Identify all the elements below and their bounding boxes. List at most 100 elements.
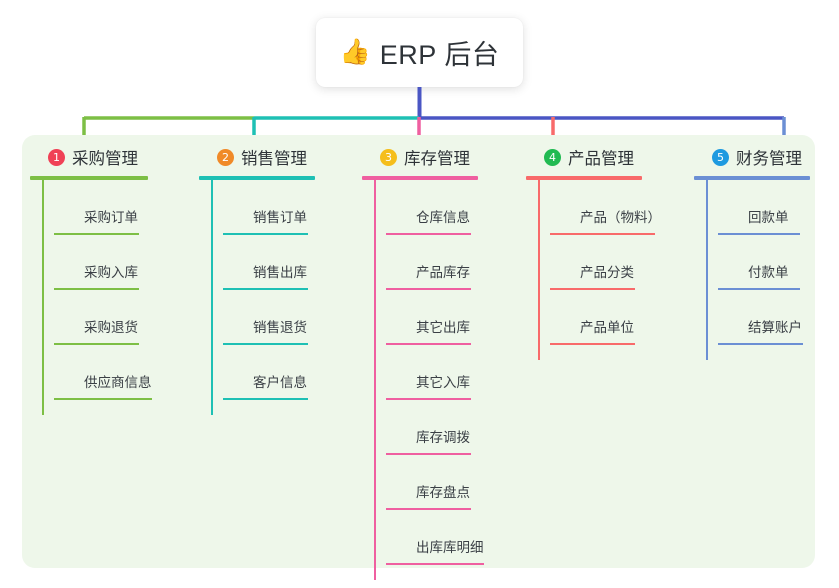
leaf-label: 结算账户 <box>748 319 802 335</box>
leaf-item[interactable]: 其它入库 <box>386 345 478 400</box>
leaf-rule <box>54 287 139 290</box>
leaf-item[interactable]: 结算账户 <box>718 290 810 345</box>
column-header[interactable]: 4 产品管理 <box>526 145 642 169</box>
column-title: 财务管理 <box>736 150 802 168</box>
leaf-label: 库存调拨 <box>416 429 470 445</box>
leaf-item[interactable]: 采购退货 <box>54 290 148 345</box>
leaf-rule <box>223 287 308 290</box>
column-title: 销售管理 <box>241 150 307 168</box>
branch-spine <box>706 179 708 360</box>
leaf-rule <box>54 397 152 400</box>
leaf-label: 销售退货 <box>253 319 307 335</box>
column-branch: 采购订单采购入库采购退货供应商信息 <box>30 179 152 415</box>
column-title: 库存管理 <box>404 150 470 168</box>
leaf-rule <box>386 232 471 235</box>
column-采购管理: 1 采购管理采购订单采购入库采购退货供应商信息 <box>30 145 152 415</box>
leaf-label: 销售出库 <box>253 264 307 280</box>
leaf-label: 采购订单 <box>84 209 138 225</box>
leaf-label: 产品库存 <box>416 264 470 280</box>
column-header[interactable]: 3 库存管理 <box>362 145 478 169</box>
column-number-badge: 1 <box>48 148 65 166</box>
leaf-rule <box>386 342 471 345</box>
column-number-badge: 5 <box>712 148 729 166</box>
leaf-item[interactable]: 付款单 <box>718 235 810 290</box>
leaf-label: 付款单 <box>748 264 789 280</box>
leaf-rule <box>550 287 635 290</box>
leaf-label: 库存盘点 <box>416 484 470 500</box>
leaf-label: 采购入库 <box>84 264 138 280</box>
leaf-label: 产品（物料） <box>580 209 661 225</box>
branch-spine <box>538 179 540 360</box>
content-panel <box>22 135 815 568</box>
column-header[interactable]: 5 财务管理 <box>694 145 810 169</box>
leaf-rule <box>223 342 308 345</box>
column-库存管理: 3 库存管理仓库信息产品库存其它出库其它入库库存调拨库存盘点出库库明细 <box>362 145 484 580</box>
branch-spine <box>374 179 376 580</box>
leaf-item[interactable]: 产品库存 <box>386 235 478 290</box>
leaf-item[interactable]: 库存盘点 <box>386 455 478 510</box>
leaf-label: 其它入库 <box>416 374 470 390</box>
leaf-rule <box>223 232 308 235</box>
leaf-label: 采购退货 <box>84 319 138 335</box>
leaf-rule <box>718 287 800 290</box>
column-number-badge: 2 <box>217 148 234 166</box>
leaf-item[interactable]: 销售退货 <box>223 290 315 345</box>
leaf-item[interactable]: 仓库信息 <box>386 180 478 235</box>
leaf-label: 客户信息 <box>253 374 307 390</box>
leaf-item[interactable]: 销售订单 <box>223 180 315 235</box>
column-header-rule <box>362 176 478 180</box>
leaf-rule <box>386 287 471 290</box>
leaf-item[interactable]: 采购订单 <box>54 180 148 235</box>
leaf-label: 仓库信息 <box>416 209 470 225</box>
leaf-rule <box>223 397 308 400</box>
leaf-label: 供应商信息 <box>84 374 152 390</box>
leaf-rule <box>54 232 139 235</box>
branch-spine <box>211 179 213 415</box>
leaf-item[interactable]: 回款单 <box>718 180 810 235</box>
leaf-item[interactable]: 其它出库 <box>386 290 478 345</box>
branch-spine <box>42 179 44 415</box>
leaf-label: 销售订单 <box>253 209 307 225</box>
leaf-label: 回款单 <box>748 209 789 225</box>
leaf-rule <box>718 342 803 345</box>
column-branch: 仓库信息产品库存其它出库其它入库库存调拨库存盘点出库库明细 <box>362 179 484 580</box>
leaf-label: 产品分类 <box>580 264 634 280</box>
root-node[interactable]: 👍 ERP 后台 <box>316 18 523 87</box>
leaf-label: 其它出库 <box>416 319 470 335</box>
leaf-item[interactable]: 产品单位 <box>550 290 642 345</box>
leaf-item[interactable]: 客户信息 <box>223 345 315 400</box>
column-header-rule <box>694 176 810 180</box>
leaf-item[interactable]: 库存调拨 <box>386 400 478 455</box>
column-number-badge: 4 <box>544 148 561 166</box>
leaf-item[interactable]: 产品（物料） <box>550 180 661 235</box>
column-title: 产品管理 <box>568 150 634 168</box>
column-branch: 销售订单销售出库销售退货客户信息 <box>199 179 315 415</box>
column-header[interactable]: 2 销售管理 <box>199 145 315 169</box>
column-header-rule <box>199 176 315 180</box>
column-销售管理: 2 销售管理销售订单销售出库销售退货客户信息 <box>199 145 315 415</box>
root-title: ERP 后台 <box>379 40 500 70</box>
thumbs-up-icon: 👍 <box>339 38 371 66</box>
leaf-item[interactable]: 销售出库 <box>223 235 315 290</box>
leaf-rule <box>386 397 471 400</box>
column-branch: 回款单付款单结算账户 <box>694 179 810 360</box>
column-header[interactable]: 1 采购管理 <box>30 145 148 169</box>
leaf-rule <box>386 452 471 455</box>
leaf-label: 出库库明细 <box>416 539 484 555</box>
leaf-item[interactable]: 采购入库 <box>54 235 148 290</box>
leaf-item[interactable]: 供应商信息 <box>54 345 152 400</box>
leaf-rule <box>386 562 484 565</box>
leaf-rule <box>550 342 635 345</box>
leaf-rule <box>550 232 655 235</box>
leaf-rule <box>54 342 139 345</box>
column-产品管理: 4 产品管理产品（物料） 产品分类产品单位 <box>526 145 661 360</box>
column-title: 采购管理 <box>72 150 138 168</box>
leaf-item[interactable]: 出库库明细 <box>386 510 484 565</box>
column-branch: 产品（物料） 产品分类产品单位 <box>526 179 661 360</box>
leaf-rule <box>718 232 800 235</box>
column-number-badge: 3 <box>380 148 397 166</box>
leaf-item[interactable]: 产品分类 <box>550 235 642 290</box>
leaf-label: 产品单位 <box>580 319 634 335</box>
column-header-rule <box>30 176 148 180</box>
